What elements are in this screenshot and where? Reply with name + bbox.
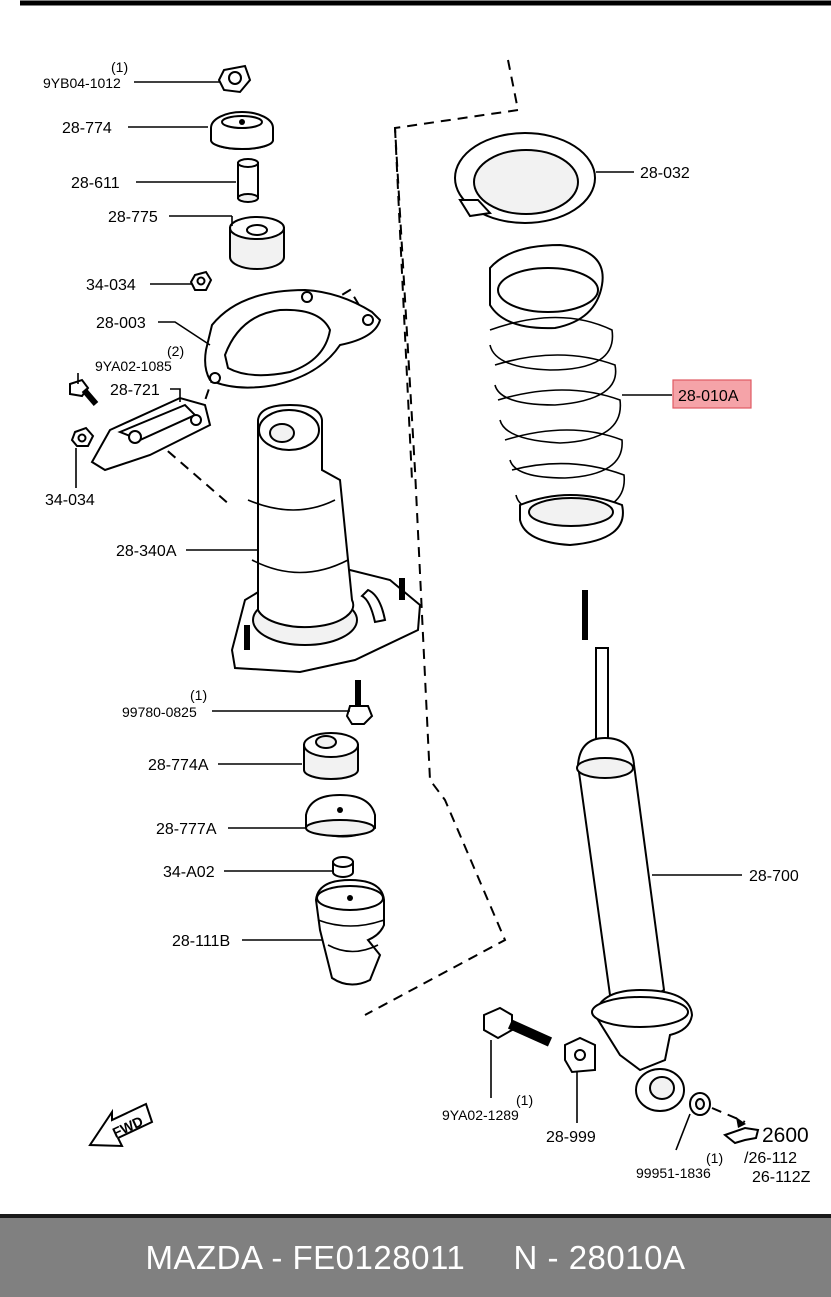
label-28-003: 28-003 <box>96 315 146 332</box>
exploded-parts-diagram: (1) 9YB04-1012 28-774 28-611 28-775 34-0… <box>20 0 831 1186</box>
nut-9yb04-1012 <box>217 64 252 94</box>
label-99951-1836: 99951-1836 <box>636 1165 711 1181</box>
pointing-hand-icon <box>722 1126 760 1145</box>
label-28-774: 28-774 <box>62 120 112 137</box>
washer-99951-1836 <box>689 1092 711 1116</box>
label-28-774a: 28-774A <box>148 757 209 774</box>
qty-9ya02-1085: (2) <box>167 343 184 359</box>
label-34-034-lower: 34-034 <box>45 492 95 509</box>
qty-9ya02-1289: (1) <box>516 1092 533 1108</box>
label-9ya02-1289: 9YA02-1289 <box>442 1107 519 1123</box>
footer-bar: MAZDA - FE0128011 N - 28010A <box>0 1214 831 1297</box>
qty-99780-0825: (1) <box>190 687 207 703</box>
label-28-999: 28-999 <box>546 1129 596 1146</box>
label-9yb04-1012: 9YB04-1012 <box>43 75 121 91</box>
bushing-28-611 <box>237 158 259 203</box>
bolt-9ya02-1085 <box>69 378 99 406</box>
label-28-111b: 28-111B <box>172 933 230 950</box>
rubber-28-774a <box>303 732 359 780</box>
rubber-mount-28-775 <box>229 216 285 270</box>
qty-9yb04-1012: (1) <box>111 59 128 75</box>
label-99780-0825: 99780-0825 <box>122 704 197 720</box>
qty-99951-1836: (1) <box>706 1150 723 1166</box>
bumper-seat-28-777a <box>305 793 376 838</box>
label-28-777a: 28-777A <box>156 821 217 838</box>
label-28-032: 28-032 <box>640 165 690 182</box>
nut-34-034-lower <box>70 426 95 447</box>
label-28-010a: 28-010A <box>678 388 739 405</box>
bolt-9ya02-1289 <box>483 1006 553 1047</box>
plate-28-999 <box>564 1036 596 1074</box>
label-28-775: 28-775 <box>108 209 158 226</box>
coil-spring-28-010a <box>489 243 625 547</box>
ref-2600: 2600 <box>762 1124 809 1147</box>
shock-absorber-28-700 <box>576 590 694 1112</box>
bolt-99780-0825 <box>345 680 374 725</box>
label-28-700: 28-700 <box>749 868 799 885</box>
ref-26-112: /26-112 <box>744 1150 797 1167</box>
mount-plate-28-003 <box>204 288 382 389</box>
label-28-721: 28-721 <box>110 382 160 399</box>
fwd-arrow-icon <box>88 1102 154 1148</box>
highlight-28-010a <box>672 379 752 409</box>
label-28-340a: 28-340A <box>116 543 177 560</box>
label-34-034-top: 34-034 <box>86 277 136 294</box>
washer-34-a02 <box>332 856 354 878</box>
bump-stop-28-111b <box>314 878 385 986</box>
spring-seat-28-032 <box>454 132 596 224</box>
footer-part-info: MAZDA - FE0128011 N - 28010A <box>145 1238 686 1276</box>
ref-26-112z: 26-112Z <box>752 1169 811 1186</box>
label-34-a02: 34-A02 <box>163 864 215 881</box>
label-9ya02-1085: 9YA02-1085 <box>95 358 172 374</box>
mount-cap-28-774 <box>210 111 274 150</box>
strut-mount-28-340a <box>230 403 422 674</box>
nut-34-034-top <box>189 270 213 291</box>
bracket-28-721 <box>90 396 212 472</box>
label-28-611: 28-611 <box>71 175 120 192</box>
assembly-boundary <box>364 59 520 1016</box>
